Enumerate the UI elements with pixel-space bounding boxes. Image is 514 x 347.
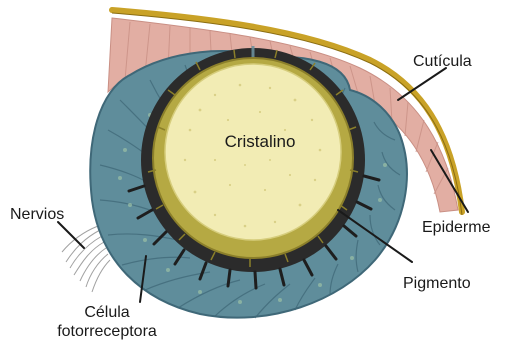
pigment-label: Pigmento (403, 275, 471, 292)
lens (165, 64, 341, 240)
lens-label: Cristalino (225, 132, 296, 151)
photoreceptor-label-line1: Célula (84, 304, 129, 321)
cuticle-label: Cutícula (413, 53, 472, 70)
epidermis-label: Epiderme (422, 219, 491, 236)
photoreceptor-label-line2: fotorreceptora (57, 323, 157, 340)
nerves-label: Nervios (10, 206, 64, 223)
